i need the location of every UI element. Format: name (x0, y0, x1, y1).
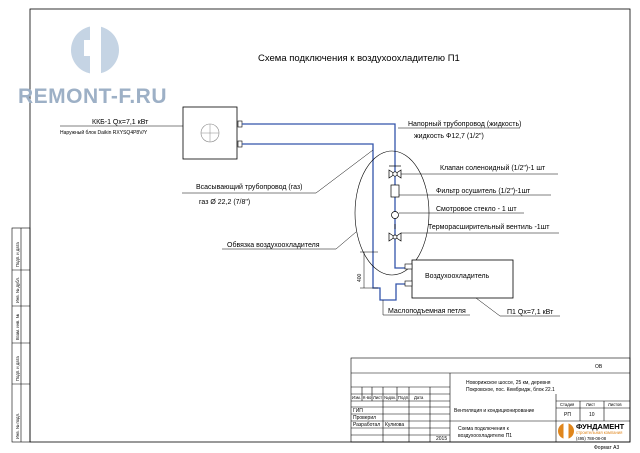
expansion-valve-label: Терморасширительный вентиль -1шт (428, 223, 550, 231)
col-header-ndoc: №док. (384, 395, 396, 400)
address-line-1: Новорижское шоссе, 25 км, деревня (466, 380, 551, 386)
drawing-code: ОВ (595, 364, 603, 370)
outdoor-unit (182, 106, 243, 160)
col-header-list: Лист (373, 395, 382, 400)
filter-dryer-icon (390, 184, 400, 198)
company-subtitle: строительная компания (576, 430, 622, 435)
stamp-cell-1: Подп. и дата (15, 242, 20, 267)
solenoid-label: Клапан соленоидный (1/2")-1 шт (440, 164, 546, 172)
binding-label: Обвязка воздухоохладителя (227, 241, 320, 249)
stamp-cell-5: Инв. № подл. (15, 413, 20, 439)
col-header-podp: Подп. (398, 395, 409, 400)
dimension-value: 400 (357, 273, 363, 282)
col-header-data: Дата (414, 395, 424, 400)
watermark-text: REMONT-F.RU (18, 85, 167, 108)
stamp-cell-4: Подп. и дата (15, 356, 20, 381)
outdoor-unit-model: Наружный блок Daikin RXYSQ4P8V/Y (60, 129, 148, 136)
sheet-header: Лист (586, 402, 595, 407)
liquid-line-components (388, 165, 402, 242)
sheets-header: Листов (608, 402, 622, 407)
gas-diameter-label: газ Ø 22,2 (7/8") (199, 199, 250, 206)
suction-pipe (242, 143, 405, 301)
col-header-izm: Изм. (352, 395, 361, 400)
watermark-logo: REMONT-F.RU (18, 22, 167, 108)
year: 2015 (436, 436, 447, 442)
dimension-400 (360, 251, 378, 289)
company-name: ФУНДАМЕНТ (576, 422, 625, 431)
sheet-value: 10 (589, 412, 595, 418)
outdoor-unit-name: ККБ-1 Qх=7,1 кВт (92, 119, 149, 126)
drawing-name-line-2: воздухоохладителю П1 (458, 433, 512, 439)
indoor-unit-name: Воздухоохладитель (425, 273, 490, 280)
sight-glass-label: Смотровое стекло - 1 шт (436, 206, 517, 213)
company-phone: (495) 788-08-08 (576, 436, 607, 441)
role-checked: Проверил (353, 415, 376, 421)
stage-value: РП (564, 412, 571, 418)
drawing-frame (29, 8, 631, 443)
refrigerant-pipes (242, 123, 405, 301)
sheet-format: Формат А3 (594, 445, 619, 451)
company-logo: ФУНДАМЕНТ строительная компания (495) 78… (558, 422, 625, 441)
suction-pipe-label: Всасывающий трубопровод (газ) (196, 183, 302, 191)
indoor-unit-capacity: П1 Qх=7,1 кВт (507, 309, 554, 316)
liquid-diameter-label: жидкость Ф12,7 (1/2") (414, 133, 484, 140)
role-developed: Разработал (353, 422, 380, 428)
left-stamp (11, 227, 31, 443)
developer-name: Кулиова (385, 422, 404, 428)
filter-label: Фильтр осушитель (1/2")-1шт (436, 188, 531, 195)
role-gip: ГИП (353, 408, 363, 414)
drawing-name-line-1: Схема подключения к (458, 426, 510, 432)
diagram-title: Схема подключения к воздухоохладителю П1 (258, 53, 460, 64)
title-block (350, 357, 631, 443)
address-line-2: Покровское, пос. Кембридж, блок 22.1 (466, 387, 555, 393)
stage-header: Стадия (560, 402, 574, 407)
pressure-pipe-label: Напорный трубопровод (жидкость) (408, 120, 522, 128)
sight-glass-icon (391, 211, 399, 219)
indoor-unit (404, 259, 514, 299)
stamp-cell-3: Взам. инв. № (15, 314, 20, 340)
stamp-cell-2: Инв. № дубл. (15, 277, 20, 303)
col-header-kvo: К-во (363, 395, 372, 400)
oil-loop-label: Маслоподъемная петля (388, 308, 466, 315)
section-name: Вентиляция и кондиционирование (454, 408, 535, 414)
